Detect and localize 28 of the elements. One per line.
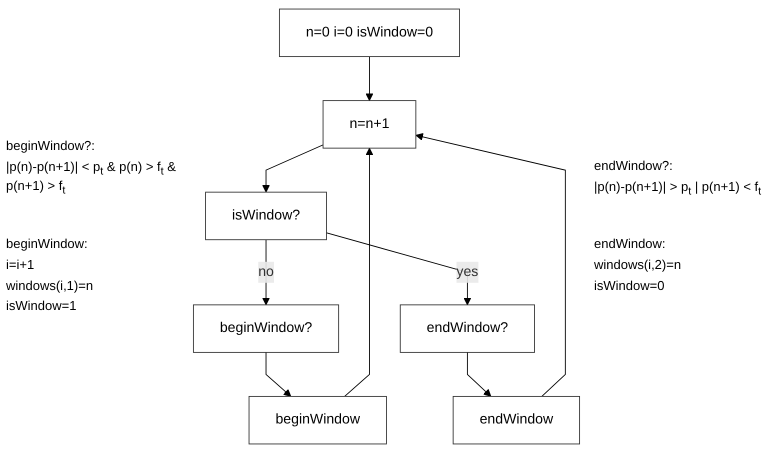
arrow — [266, 352, 292, 397]
arrow — [466, 352, 492, 397]
arrow — [262, 144, 324, 193]
condition-heading: beginWindow?: — [6, 138, 96, 154]
assignment-text: isWindow=0 — [594, 278, 666, 296]
edge-label: no — [258, 264, 274, 280]
assignment-text: isWindow=1 — [6, 298, 78, 316]
node-box: n=n+1 — [322, 100, 416, 149]
arrow — [416, 133, 566, 397]
arrow — [344, 148, 374, 397]
node-box: n=0 i=0 isWindow=0 — [278, 8, 460, 58]
arrow — [366, 56, 374, 101]
assignment-text: windows(i,2)=n — [594, 257, 682, 274]
condition-formula: |p(n)-p(n+1)| > p$_{t}$ | p(n+1) < f$_{t}$ — [594, 178, 762, 198]
node-box: endWindow? — [400, 304, 535, 353]
action-heading: endWindow: — [594, 236, 667, 254]
arrow — [326, 232, 472, 306]
action-heading: beginWindow: — [6, 236, 89, 253]
node-box: beginWindow? — [192, 304, 340, 353]
node-box: endWindow — [452, 396, 580, 444]
assignment-text: i=i+1 — [6, 256, 36, 274]
condition-formula: |p(n)-p(n+1)| < p$_{t}$ & p(n) > f$_{t}$ & p(n+1) > f$_{t}$ — [6, 158, 177, 198]
condition-heading: endWindow?: — [594, 158, 674, 175]
node-box: isWindow? — [205, 192, 327, 240]
edge-label: yes — [456, 264, 478, 280]
arrow — [262, 239, 270, 306]
assignment-text: windows(i,1)=n — [6, 278, 94, 294]
node-box: beginWindow — [248, 396, 387, 444]
